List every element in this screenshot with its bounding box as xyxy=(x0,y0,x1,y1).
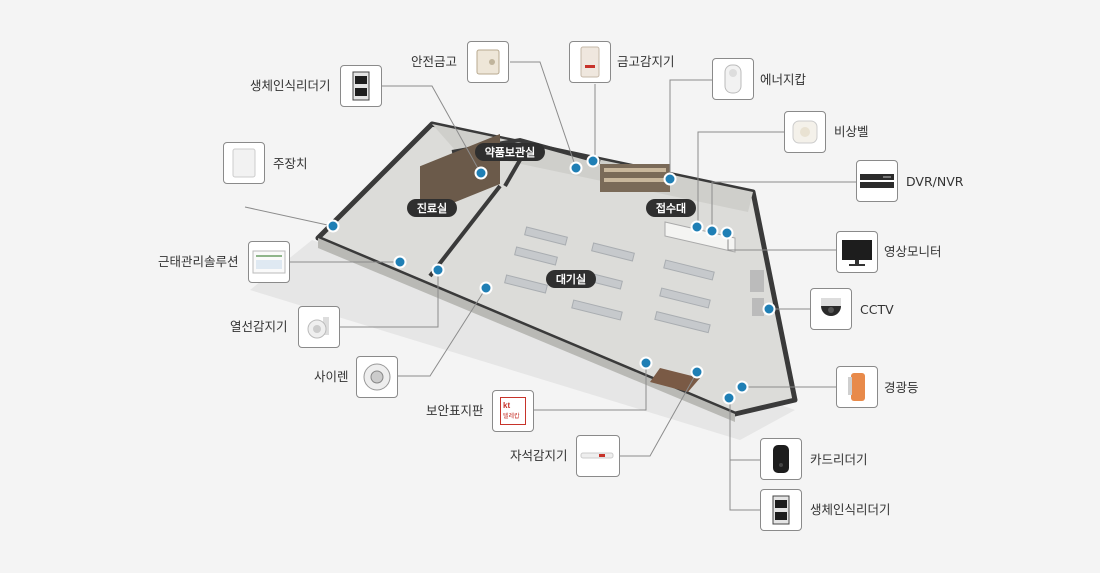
dot-bio-top xyxy=(474,166,488,180)
room-tag-reception xyxy=(646,199,696,217)
label-energy-cap: 에너지캅 xyxy=(760,72,807,87)
entry-door xyxy=(650,368,700,392)
device-dots xyxy=(326,154,776,405)
dot-safe xyxy=(569,161,583,175)
label-thermal-sensor: 열선감지기 xyxy=(230,319,288,334)
room-label-clinic: 진료실 xyxy=(417,201,447,215)
energy-cap-icon xyxy=(724,64,742,94)
dvr-thumbnail xyxy=(856,160,898,202)
room-tag-clinic xyxy=(407,199,457,217)
dvr-icon xyxy=(860,174,894,188)
beacon-icon xyxy=(848,373,865,401)
label-cctv: CCTV xyxy=(860,302,894,317)
thermal-sensor-icon xyxy=(307,317,329,339)
benches xyxy=(504,226,715,334)
label-siren: 사이렌 xyxy=(314,369,349,384)
main-unit-icon xyxy=(232,148,256,178)
leader-lines xyxy=(244,61,856,511)
attendance-thumbnail xyxy=(248,241,290,283)
dot-magnet xyxy=(690,365,704,379)
label-beacon: 경광등 xyxy=(884,380,919,395)
room-tags: 약품보관실 진료실 접수대 대기실 xyxy=(407,143,696,288)
dot-cctv xyxy=(762,302,776,316)
dot-energy-cap xyxy=(663,172,677,186)
emergency-bell-icon xyxy=(792,120,818,144)
room-label-waiting: 대기실 xyxy=(556,272,586,286)
label-bio-reader-top: 생체인식리더기 xyxy=(250,78,331,93)
beacon-thumbnail xyxy=(836,366,878,408)
label-security-sign: 보안표지판 xyxy=(426,403,484,418)
room-label-storage: 약품보관실 xyxy=(485,145,536,159)
dot-safe-sensor xyxy=(586,154,600,168)
safe-sensor-icon xyxy=(580,46,600,78)
card-reader-icon xyxy=(773,445,789,473)
label-attendance: 근태관리솔루션 xyxy=(158,254,239,269)
label-safe: 안전금고 xyxy=(411,54,458,69)
room-tag-waiting xyxy=(546,270,596,288)
dot-emergency-bell xyxy=(690,220,704,234)
magnetic-sensor-thumbnail xyxy=(576,435,620,477)
dot-sign xyxy=(639,356,653,370)
thermal-sensor-thumbnail xyxy=(298,306,340,348)
partition-door xyxy=(503,159,522,187)
dot-thermal xyxy=(431,263,445,277)
bio-reader-top-icon xyxy=(352,71,370,101)
room-label-reception: 접수대 xyxy=(656,201,686,215)
safe-sensor-thumbnail xyxy=(569,41,611,83)
label-main-unit: 주장치 xyxy=(273,156,308,171)
label-monitor: 영상모니터 xyxy=(884,244,942,259)
front-wall xyxy=(318,238,735,422)
label-emergency-bell: 비상벨 xyxy=(834,124,869,139)
dot-monitor xyxy=(720,226,734,240)
dot-dvr xyxy=(705,224,719,238)
emergency-bell-thumbnail xyxy=(784,111,826,153)
security-sign-thumbnail: kt 텔레캅 xyxy=(492,390,534,432)
dot-reader xyxy=(722,391,736,405)
dot-beacon xyxy=(735,380,749,394)
main-unit-thumbnail xyxy=(223,142,265,184)
partition-clinic xyxy=(428,184,502,278)
room-tag-storage xyxy=(475,143,545,161)
security-sign-icon: kt 텔레캅 xyxy=(500,397,526,425)
dot-siren xyxy=(479,281,493,295)
label-bio-reader-bottom: 생체인식리더기 xyxy=(810,502,891,517)
monitor-thumbnail xyxy=(836,231,878,273)
bio-reader-top-thumbnail xyxy=(340,65,382,107)
card-reader-thumbnail xyxy=(760,438,802,480)
label-dvr-nvr: DVR/NVR xyxy=(906,174,964,189)
sign-name: 텔레캅 xyxy=(503,413,520,420)
energy-cap-thumbnail xyxy=(712,58,754,100)
cctv-thumbnail xyxy=(810,288,852,330)
safe-icon xyxy=(476,49,500,75)
monitor-icon xyxy=(842,240,872,266)
siren-icon xyxy=(363,363,391,391)
safe-thumbnail xyxy=(467,41,509,83)
label-safe-sensor: 금고감지기 xyxy=(617,54,675,69)
cctv-icon xyxy=(821,298,841,316)
bio-reader-bottom-thumbnail xyxy=(760,489,802,531)
dot-main-unit xyxy=(326,219,340,233)
attendance-icon xyxy=(252,250,286,274)
label-card-reader: 카드리더기 xyxy=(810,452,868,467)
bio-reader-bottom-icon xyxy=(772,495,790,525)
siren-thumbnail xyxy=(356,356,398,398)
dot-attendance xyxy=(393,255,407,269)
label-magnetic-sensor: 자석감지기 xyxy=(510,448,568,463)
sign-brand: kt xyxy=(503,401,511,410)
magnetic-sensor-icon xyxy=(580,452,614,459)
